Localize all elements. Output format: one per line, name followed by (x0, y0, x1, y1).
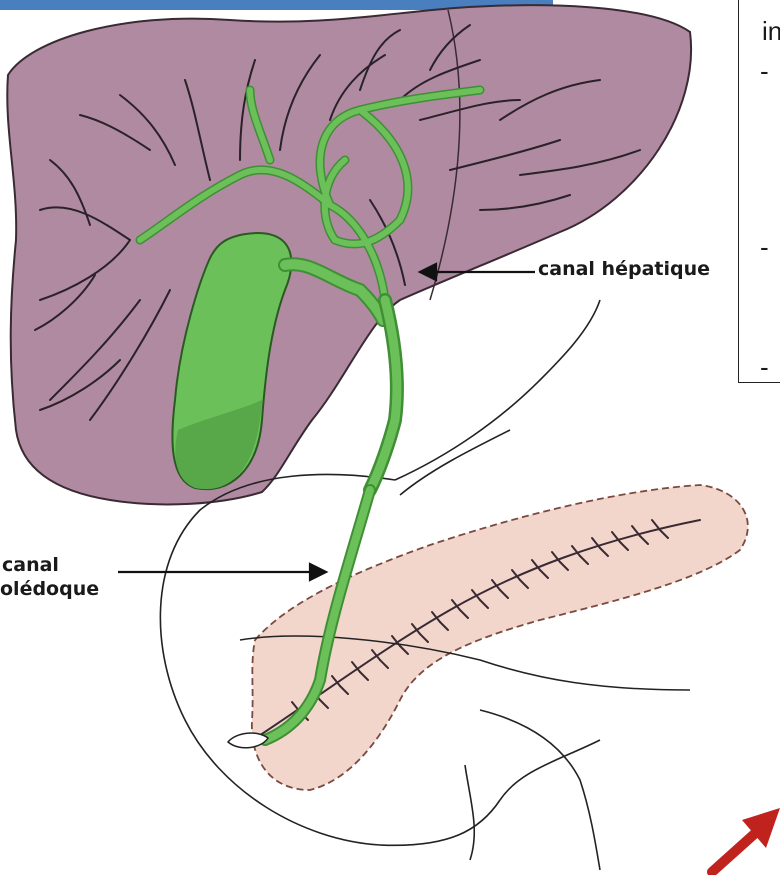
side-panel-bullet: - (760, 232, 769, 263)
side-panel-bullet: - (760, 352, 769, 383)
liver (7, 5, 691, 504)
side-panel-bullet: - (760, 56, 769, 87)
side-panel-heading: in (762, 16, 780, 47)
side-text-panel (738, 0, 780, 383)
red-arrow-icon (712, 808, 780, 872)
label-common-bile-duct-line1: canal (2, 554, 59, 576)
label-hepatic-duct: canal hépatique (538, 258, 710, 280)
label-common-bile-duct-line2: olédoque (0, 578, 99, 600)
